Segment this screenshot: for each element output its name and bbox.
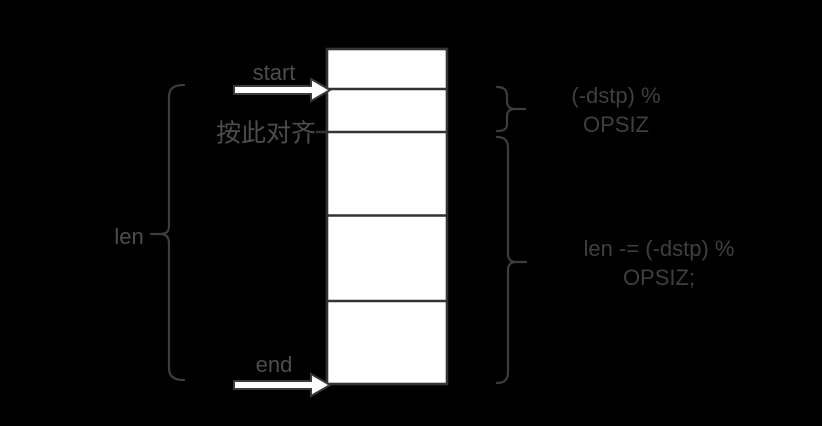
body-expression-line1: len -= (-dstp) % <box>583 236 735 261</box>
head-expression-line1: (-dstp) % <box>571 83 661 108</box>
head-expression-line2: OPSIZ <box>582 112 649 137</box>
len-brace <box>149 83 186 382</box>
body-expression: len -= (-dstp) % OPSIZ; <box>584 234 735 292</box>
end-arrow-icon <box>233 372 332 398</box>
memory-stack <box>316 47 449 386</box>
start-label: start <box>252 60 296 85</box>
len-label: len <box>114 224 144 249</box>
start-arrow-icon <box>233 77 332 103</box>
body-region-brace <box>495 135 528 385</box>
head-region-brace <box>495 85 527 133</box>
body-expression-line2: OPSIZ; <box>622 265 696 290</box>
align-here-label: 按此对齐 <box>215 119 317 148</box>
end-label: end <box>255 352 293 377</box>
head-expression: (-dstp) % OPSIZ <box>571 81 660 139</box>
